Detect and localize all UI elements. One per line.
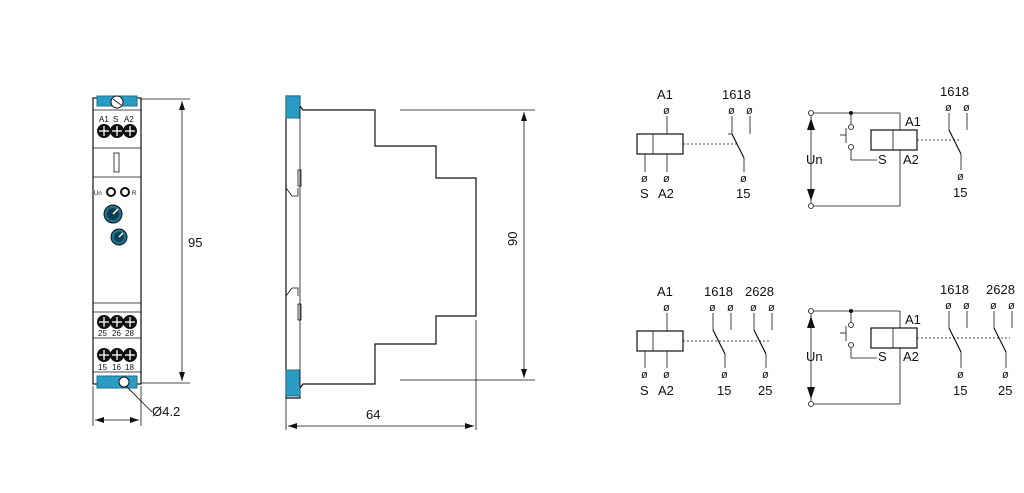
svg-text:ø: ø: [945, 102, 952, 114]
w1-s-label: S: [640, 186, 649, 201]
side-top-clip: [285, 95, 301, 119]
terminal-25-label: 25: [98, 329, 107, 338]
time-knob-icon: [103, 204, 123, 224]
w2-common-label: 15: [953, 185, 967, 200]
terminal-a2-label: A2: [124, 115, 134, 124]
w3-contacts2-label: 2628: [745, 284, 774, 299]
svg-text:ø: ø: [990, 300, 997, 312]
w4-a2-label: A2: [903, 349, 919, 364]
w4-a1-label: A1: [905, 312, 921, 327]
terminal-15-label: 15: [98, 363, 107, 372]
w2-a2-label: A2: [903, 152, 919, 167]
side-view: 90 64: [285, 95, 535, 430]
terminal-28-label: 28: [125, 329, 134, 338]
w3-s-label: S: [640, 383, 649, 398]
led-un-icon: [106, 187, 116, 197]
w2-contacts-label: 1618: [940, 84, 969, 99]
w1-s-terminal: ø: [641, 173, 648, 185]
svg-text:ø: ø: [728, 105, 735, 117]
w2-un-label: Un: [806, 152, 823, 167]
w1-a1-label: A1: [657, 87, 673, 102]
top-terminal-screws: [97, 124, 137, 138]
range-knob-icon: [110, 228, 128, 246]
w1-a2-label: A2: [658, 186, 674, 201]
w3-contacts1-label: 1618: [704, 284, 733, 299]
wiring-diagram-double-contact-switch: Un A1 S A2 1618 ø ø ø 15 2628 ø ø ø: [806, 282, 1015, 407]
w4-common2-label: 25: [998, 383, 1012, 398]
w3-a2-label: A2: [658, 383, 674, 398]
w3-coil: [636, 330, 684, 352]
depth-64-dimension: 64: [366, 407, 380, 422]
led-un-label: Un: [94, 191, 102, 197]
w4-common1-label: 15: [953, 383, 967, 398]
height-90-dimension: 90: [505, 232, 520, 246]
w2-coil: [870, 129, 918, 151]
side-bottom-clip: [285, 369, 301, 397]
w1-a2-terminal: ø: [663, 173, 670, 185]
svg-text:ø: ø: [721, 369, 728, 381]
svg-text:ø: ø: [663, 302, 670, 314]
svg-text:ø: ø: [945, 300, 952, 312]
relay-side-outline: [285, 95, 477, 399]
w4-s-label: S: [878, 349, 887, 364]
svg-text:ø: ø: [963, 102, 970, 114]
svg-text:ø: ø: [1002, 369, 1009, 381]
svg-text:ø: ø: [740, 173, 747, 185]
terminal-16-label: 16: [112, 363, 121, 372]
svg-text:ø: ø: [746, 105, 753, 117]
w2-s-label: S: [878, 152, 887, 167]
svg-text:ø: ø: [663, 369, 670, 381]
w4-contacts2-label: 2628: [986, 282, 1015, 297]
svg-text:ø: ø: [762, 369, 769, 381]
label-slot: [113, 152, 120, 173]
w1-a1-terminal: ø: [663, 105, 670, 117]
w4-contacts1-label: 1618: [940, 282, 969, 297]
w2-a1-label: A1: [905, 114, 921, 129]
led-r-label: R: [132, 191, 137, 197]
w4-un-label: Un: [806, 349, 823, 364]
wiring-diagram-single-contact: A1 ø ø ø S A2 1618 ø ø ø 15: [636, 87, 753, 201]
terminal-26-label: 26: [112, 329, 121, 338]
svg-text:ø: ø: [641, 369, 648, 381]
wiring-diagram-single-contact-switch: Un A1 S A2 1618 ø ø ø 15: [806, 84, 970, 209]
front-view: A1 S A2 Un R: [92, 95, 202, 426]
svg-text:ø: ø: [768, 302, 775, 314]
w4-coil: [870, 327, 918, 349]
svg-text:ø: ø: [957, 171, 964, 183]
w3-common1-label: 15: [717, 383, 731, 398]
w1-common-label: 15: [736, 186, 750, 201]
svg-text:ø: ø: [957, 369, 964, 381]
terminal-a1-label: A1: [99, 115, 109, 124]
height-95-dimension: 95: [188, 235, 202, 250]
svg-text:ø: ø: [963, 300, 970, 312]
w3-a1-label: A1: [657, 284, 673, 299]
led-r-icon: [120, 187, 130, 197]
svg-text:ø: ø: [750, 302, 757, 314]
w1-coil: [636, 133, 684, 155]
svg-text:ø: ø: [727, 302, 734, 314]
bottom-screw-icon: [118, 376, 130, 388]
bottom-terminal-screws: [97, 348, 137, 362]
svg-text:ø: ø: [709, 302, 716, 314]
svg-text:ø: ø: [1008, 300, 1015, 312]
mid-terminal-screws: [97, 315, 137, 329]
hole-diameter-dimension: Ø4.2: [152, 404, 180, 419]
terminal-s-label: S: [113, 115, 118, 124]
wiring-diagram-double-contact: A1 ø ø ø S A2 1618 ø ø ø 15 2628 ø ø ø 2…: [636, 284, 775, 398]
bottom-clip: [96, 375, 138, 389]
w3-common2-label: 25: [758, 383, 772, 398]
w1-contacts-label: 1618: [722, 87, 751, 102]
terminal-18-label: 18: [125, 363, 134, 372]
